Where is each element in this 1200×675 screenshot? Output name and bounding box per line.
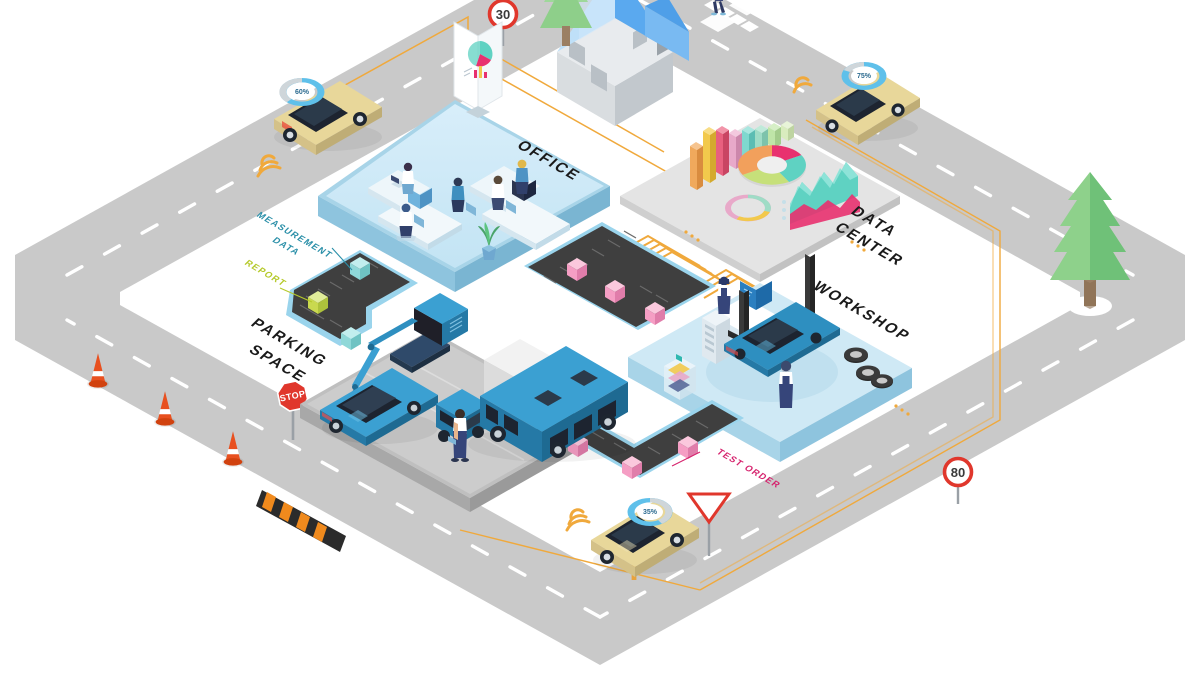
server-rack bbox=[702, 310, 730, 364]
vehicle-car-top-right bbox=[816, 72, 920, 145]
wifi-icon-car-top-right bbox=[792, 76, 813, 94]
office-person-1 bbox=[402, 162, 414, 194]
house bbox=[557, 0, 689, 126]
speed-30-value: 30 bbox=[496, 7, 510, 22]
mechanic-bottom bbox=[779, 360, 793, 408]
office-person-4 bbox=[491, 175, 505, 210]
dc-ring-chart bbox=[725, 194, 771, 222]
speed-80-value: 80 bbox=[951, 465, 965, 480]
dc-area-chart bbox=[782, 162, 860, 230]
office-person-2 bbox=[396, 203, 416, 241]
conveyor-measurement-report bbox=[286, 250, 418, 350]
pedestrian bbox=[711, 0, 726, 16]
gauge-car-bottom: 35% bbox=[627, 498, 673, 526]
boundary-wire-bottom bbox=[459, 529, 701, 591]
wifi-icon-car-bottom bbox=[565, 508, 591, 532]
gauge-suv-value: 60% bbox=[295, 89, 310, 96]
office-interior bbox=[368, 159, 570, 250]
mechanic-top bbox=[717, 276, 731, 314]
gauge-car-top-right-value: 75% bbox=[857, 73, 872, 80]
road-sign-stop: STOP bbox=[276, 380, 309, 440]
conveyor-office-out bbox=[524, 222, 716, 330]
cube-pink-3 bbox=[645, 302, 665, 325]
car-on-lift bbox=[724, 302, 840, 377]
road-sign-speed-30: 30 bbox=[487, 0, 519, 46]
cube-measurement-2 bbox=[341, 327, 361, 350]
cube-pink-1 bbox=[567, 258, 587, 281]
traffic-cone-group bbox=[86, 353, 245, 467]
crosswalk bbox=[700, 0, 760, 32]
vehicle-car-bottom bbox=[591, 501, 699, 577]
boundary-wire-right bbox=[699, 119, 1001, 591]
trace-dots-left bbox=[684, 230, 910, 416]
tree bbox=[1050, 172, 1130, 316]
stacked-tires bbox=[844, 347, 893, 389]
office-person-5 bbox=[515, 159, 529, 194]
flow-leader-lines bbox=[279, 247, 701, 467]
office-person-3 bbox=[451, 177, 465, 212]
gauge-car-bottom-value: 35% bbox=[643, 509, 658, 516]
wifi-icon-suv bbox=[256, 154, 282, 178]
house-tree bbox=[540, 0, 592, 46]
vehicle-suv-top-left bbox=[274, 81, 382, 155]
speed-bump bbox=[256, 490, 346, 552]
road-sign-yield bbox=[686, 492, 732, 556]
car-parked bbox=[320, 368, 438, 446]
cube-test-3 bbox=[678, 436, 698, 459]
inspector bbox=[448, 409, 469, 462]
dc-donut-chart bbox=[738, 145, 806, 188]
cube-test-2 bbox=[622, 456, 642, 479]
excavator bbox=[346, 293, 468, 406]
cube-pink-2 bbox=[605, 280, 625, 303]
parts-shelf bbox=[664, 354, 696, 400]
cube-measurement-1 bbox=[350, 257, 370, 280]
potted-plant bbox=[478, 222, 500, 260]
gauge-suv-top-left: 60% bbox=[279, 78, 325, 106]
road-sign-speed-80: 80 bbox=[942, 456, 974, 504]
bus bbox=[468, 346, 636, 462]
presentation-board bbox=[453, 21, 503, 118]
gauge-car-top-right: 75% bbox=[841, 62, 887, 90]
